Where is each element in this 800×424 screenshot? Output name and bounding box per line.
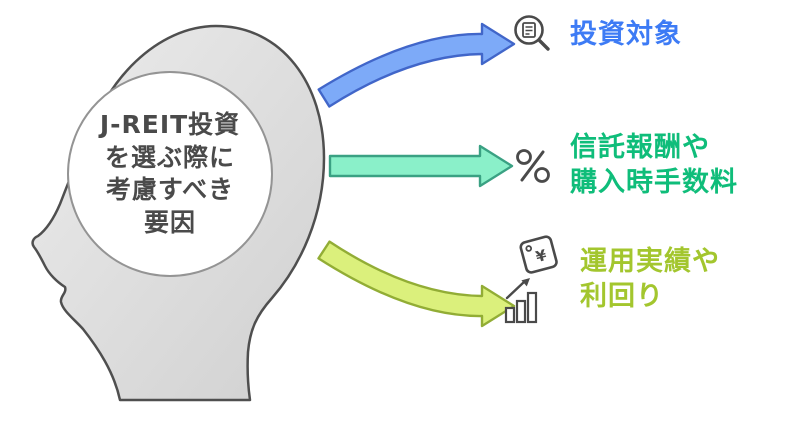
factor-label-fees: 信託報酬や 購入時手数料 (570, 131, 738, 200)
price-tag-icon: ¥ (519, 235, 558, 274)
factor-label-line: 運用実績や (580, 246, 720, 278)
head-text-line: 考慮すべき (105, 175, 235, 204)
price-tag-chart-icon: ¥ (504, 235, 558, 324)
head-text-line: 要因 (143, 207, 196, 237)
factor-label-performance: 運用実績や 利回り (580, 245, 720, 314)
head-text-line: を選ぶ際に (104, 142, 235, 172)
arrow-investment-target (317, 22, 516, 108)
factor-item-fees: 信託報酬や 購入時手数料 (510, 132, 738, 200)
arrow-performance (317, 240, 516, 328)
rising-bar-chart-icon (504, 278, 538, 324)
percent-icon (516, 149, 550, 183)
head-thought-text: J-REIT投資 を選ぶ際に 考慮すべき 要因 (70, 82, 270, 266)
head-text-line: J-REIT投資 (99, 110, 241, 139)
factor-label-investment-target: 投資対象 (570, 18, 682, 53)
factor-label-line: 信託報酬や (570, 132, 710, 164)
factor-label-line: 投資対象 (570, 18, 682, 50)
factor-item-investment-target: 投資対象 (510, 12, 682, 58)
factor-item-performance: ¥ 運用実績や 利回り (502, 234, 720, 326)
thought-circle (67, 71, 273, 277)
arrow-fees (328, 144, 514, 188)
magnifier-document-icon (514, 15, 550, 51)
factor-label-line: 利回り (580, 281, 664, 312)
factor-label-line: 購入時手数料 (570, 167, 738, 198)
